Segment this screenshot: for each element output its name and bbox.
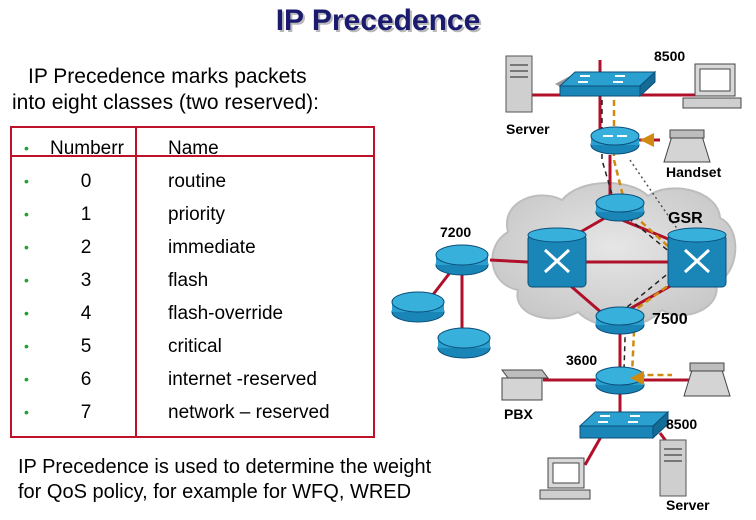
row-number: 4 [80, 303, 92, 324]
row-number: 7 [80, 402, 92, 423]
handset-bottom-icon [683, 362, 731, 397]
row-name: routine [168, 171, 227, 192]
workstation-bottom-icon [539, 457, 591, 500]
row-name: internet -reserved [168, 369, 317, 390]
intro-line-2: into eight classes (two reserved): [12, 91, 319, 114]
row-number: 3 [80, 270, 92, 291]
page-title: IP Precedence [275, 4, 481, 37]
router-cloud-top-icon [595, 193, 645, 222]
switch-8500-top-icon [558, 70, 657, 98]
bullet-icon: • [24, 305, 29, 321]
intro-text: IP Precedence marks packets into eight c… [12, 64, 319, 116]
table-row: • 3 flash [12, 264, 373, 297]
label-gsr: GSR [668, 210, 703, 227]
bullet-icon: • [24, 206, 29, 222]
server-bottom-icon [659, 439, 687, 497]
row-name: flash [168, 270, 209, 291]
header-number: Numberr [50, 138, 124, 159]
table-row: • 0 routine [12, 165, 373, 198]
router-branch-a-icon [391, 291, 445, 323]
label-server-top: Server [506, 121, 550, 137]
row-number: 0 [80, 171, 92, 192]
label-7500: 7500 [652, 311, 688, 328]
label-3600: 3600 [566, 352, 598, 368]
label-switch-top: 8500 [654, 48, 686, 64]
network-diagram [391, 55, 742, 500]
label-pbx: PBX [504, 406, 533, 422]
row-number: 1 [80, 204, 92, 225]
table-header-row: • Numberr Name [12, 132, 373, 165]
router-7500-icon [595, 306, 645, 335]
table-row: • 7 network – reserved [12, 396, 373, 429]
label-server-bottom: Server [666, 497, 710, 513]
table-row: • 1 priority [12, 198, 373, 231]
outro-line-2: for QoS policy, for example for WFQ, WRE… [18, 481, 412, 503]
server-top-icon [505, 55, 533, 113]
table-row: • 2 immediate [12, 231, 373, 264]
intro-line-1: IP Precedence marks packets [28, 65, 307, 88]
row-number: 2 [80, 237, 92, 258]
bullet-icon: • [24, 371, 29, 387]
bullet-icon: • [24, 173, 29, 189]
label-7200: 7200 [440, 224, 472, 240]
router-edge-top-icon [590, 126, 640, 155]
table-row: • 5 critical [12, 330, 373, 363]
row-name: immediate [168, 237, 256, 258]
outro-text: IP Precedence is used to determine the w… [18, 455, 431, 505]
table-header-divider [12, 155, 373, 157]
row-name: flash-override [168, 303, 284, 324]
row-name: critical [168, 336, 222, 357]
row-number: 6 [80, 369, 92, 390]
row-name: priority [168, 204, 226, 225]
header-name: Name [168, 138, 219, 159]
outro-line-1: IP Precedence is used to determine the w… [18, 456, 432, 478]
atm-switch-left-icon [527, 227, 587, 288]
router-branch-b-icon [437, 327, 491, 359]
bullet-icon: • [24, 338, 29, 354]
precedence-table: • Numberr Name • 0 routine • 1 priority … [10, 126, 375, 438]
handset-icon [663, 129, 711, 163]
router-7200-icon [435, 244, 489, 276]
bullet-icon: • [24, 140, 29, 156]
bullet-icon: • [24, 239, 29, 255]
label-handset: Handset [666, 164, 722, 180]
bullet-icon: • [24, 272, 29, 288]
arrow-icon [630, 371, 644, 385]
bullet-icon: • [24, 404, 29, 420]
table-column-divider [135, 128, 137, 436]
row-number: 5 [80, 336, 92, 357]
workstation-top-icon [682, 63, 742, 109]
table-row: • 4 flash-override [12, 297, 373, 330]
pbx-icon [501, 369, 549, 401]
arrow-icon [640, 133, 654, 147]
table-row: • 6 internet -reserved [12, 363, 373, 396]
label-switch-bottom: 8500 [666, 416, 698, 432]
switch-8500-bottom-icon [578, 410, 670, 440]
router-3600-icon [595, 366, 645, 395]
row-name: network – reserved [168, 402, 330, 423]
gsr-router-icon [667, 227, 727, 288]
